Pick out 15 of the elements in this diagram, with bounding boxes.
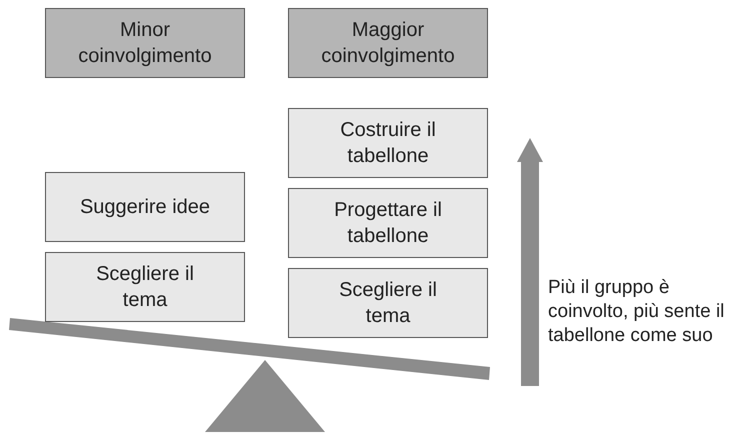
step-box (288, 188, 488, 258)
step-box (45, 172, 245, 242)
header-box (288, 8, 488, 78)
box-label: Scegliere il tema (338, 278, 438, 329)
box-label: Scegliere il tema (95, 262, 195, 313)
box-label: Costruire il tabellone (339, 118, 437, 169)
box-label: Maggior coinvolgimento (320, 18, 456, 69)
box-label: Minor coinvolgimento (77, 18, 213, 69)
step-box (288, 108, 488, 178)
note-text: Più il gruppo è coinvolto, più sente il tabellone come suo (548, 276, 726, 348)
box-label: Progettare il tabellone (333, 198, 443, 249)
step-box (45, 252, 245, 322)
header-box (45, 8, 245, 78)
step-box (288, 268, 488, 338)
box-label: Suggerire idee (78, 195, 212, 220)
